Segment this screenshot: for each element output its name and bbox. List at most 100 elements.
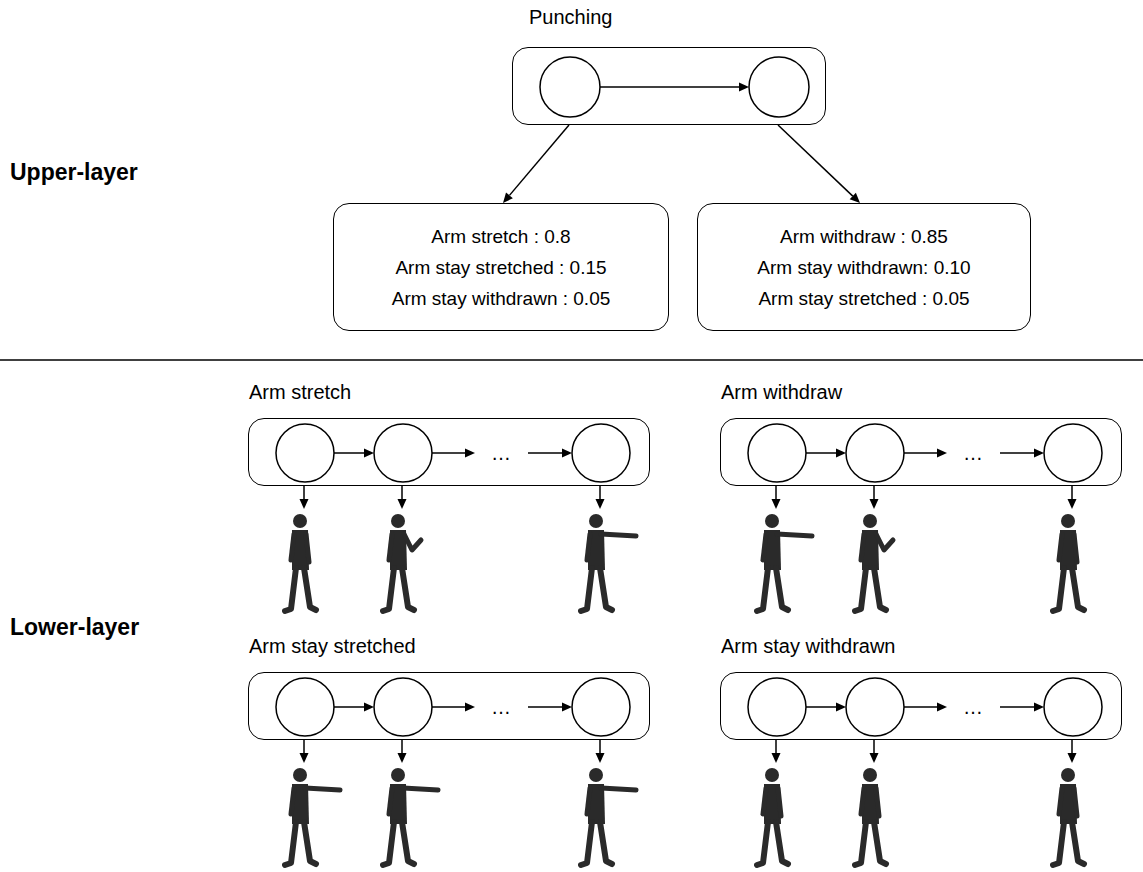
person-figure: [855, 768, 886, 865]
state-circle: [1044, 678, 1102, 736]
figure-arm: [305, 788, 340, 790]
arrow-line: [806, 706, 836, 708]
arrow-line: [806, 452, 836, 454]
state-chain: [721, 673, 1123, 741]
figure-head: [863, 514, 877, 528]
arrow-head: [870, 499, 879, 509]
arrow-head: [739, 83, 749, 92]
arrow-head: [562, 449, 572, 458]
state-transition: [600, 83, 749, 92]
person-figure: [285, 768, 340, 865]
layer-label: Lower-layer: [10, 614, 139, 641]
model-title: Arm stay stretched: [249, 635, 416, 658]
arrow-line: [334, 706, 364, 708]
state-transition: [432, 449, 475, 458]
ellipsis: …: [963, 443, 983, 463]
probability-box: Arm stretch : 0.8Arm stay stretched : 0.…: [333, 203, 669, 331]
ellipsis: …: [491, 443, 511, 463]
person-figure: [1053, 514, 1084, 611]
model-title: Arm stay withdrawn: [721, 635, 896, 658]
figure-head: [589, 514, 603, 528]
hmm-box: Arm stay stretched…: [248, 672, 650, 740]
layer-separator: [0, 359, 1143, 361]
figure-legs: [855, 568, 886, 611]
arrow-head: [937, 449, 947, 458]
arrow-head: [850, 193, 860, 203]
figure-arm: [777, 534, 812, 536]
figure-legs: [285, 822, 316, 865]
figure-torso: [292, 530, 309, 570]
state-chain: [721, 419, 1123, 487]
person-figure: [757, 768, 788, 865]
arrow-line: [432, 706, 465, 708]
figure-legs: [285, 568, 316, 611]
person-figure: [383, 514, 421, 611]
ellipsis: …: [491, 697, 511, 717]
figure-arm: [1074, 534, 1077, 562]
state-circle: [374, 678, 432, 736]
arrow-line: [904, 452, 937, 454]
arrow-head: [364, 703, 374, 712]
figure-arm: [763, 534, 766, 560]
figure-legs: [383, 822, 414, 865]
text-stack: Arm stretch : 0.8Arm stay stretched : 0.…: [334, 204, 668, 330]
layer-connector: [778, 125, 860, 203]
figure-arm: [778, 788, 781, 816]
figure-arm: [861, 788, 864, 814]
arrow-head: [836, 449, 846, 458]
arrow-head: [398, 753, 407, 763]
figure-arm: [601, 788, 636, 790]
probability-box: Arm withdraw : 0.85Arm stay withdrawn: 0…: [697, 203, 1031, 331]
arrow-line: [334, 452, 364, 454]
figure-torso: [1060, 784, 1077, 824]
person-figure: [757, 514, 812, 611]
figure-head: [589, 768, 603, 782]
figure-head: [293, 768, 307, 782]
figure-head: [391, 514, 405, 528]
state-transition: [904, 703, 947, 712]
state-circle: [748, 678, 806, 736]
arrow-head: [596, 499, 605, 509]
figure-arm: [861, 534, 864, 560]
figure-arm: [876, 534, 893, 550]
figure-arm: [601, 534, 636, 536]
model-title: Arm withdraw: [721, 381, 842, 404]
state-chain: [249, 673, 651, 741]
arrow-head: [937, 703, 947, 712]
figure-legs: [855, 822, 886, 865]
figure-arm: [306, 534, 309, 562]
figure-head: [391, 768, 405, 782]
hmm-box: Arm stretch…: [248, 418, 650, 486]
layer-connector: [503, 125, 569, 203]
probability-text: Arm stretch : 0.8: [431, 221, 570, 252]
person-figure: [383, 768, 438, 865]
state-transition: [904, 449, 947, 458]
arrow-head: [1068, 753, 1077, 763]
state-transition: [432, 703, 475, 712]
state-transition: [528, 703, 572, 712]
figure-arm: [291, 788, 294, 814]
hmm-box: Arm withdraw…: [720, 418, 1122, 486]
figure-arm: [389, 534, 392, 560]
person-figure: [285, 514, 316, 611]
figure-torso: [862, 784, 879, 824]
arrow-head: [300, 753, 309, 763]
figure-legs: [757, 568, 788, 611]
text-stack: Arm withdraw : 0.85Arm stay withdrawn: 0…: [698, 204, 1030, 330]
arrow-line: [528, 706, 562, 708]
state-circle: [540, 57, 600, 117]
person-figure: [581, 514, 636, 611]
state-transition: [334, 449, 374, 458]
arrow-head: [870, 753, 879, 763]
figure-head: [765, 514, 779, 528]
figure-arm: [389, 788, 392, 814]
arrow-head: [465, 449, 475, 458]
state-circle: [846, 678, 904, 736]
layer-label: Upper-layer: [10, 159, 138, 186]
arrow-head: [772, 753, 781, 763]
figure-arm: [1074, 788, 1077, 816]
probability-text: Arm stay withdrawn : 0.05: [392, 283, 611, 314]
figure-arm: [587, 788, 590, 814]
state-chain: [249, 419, 651, 487]
